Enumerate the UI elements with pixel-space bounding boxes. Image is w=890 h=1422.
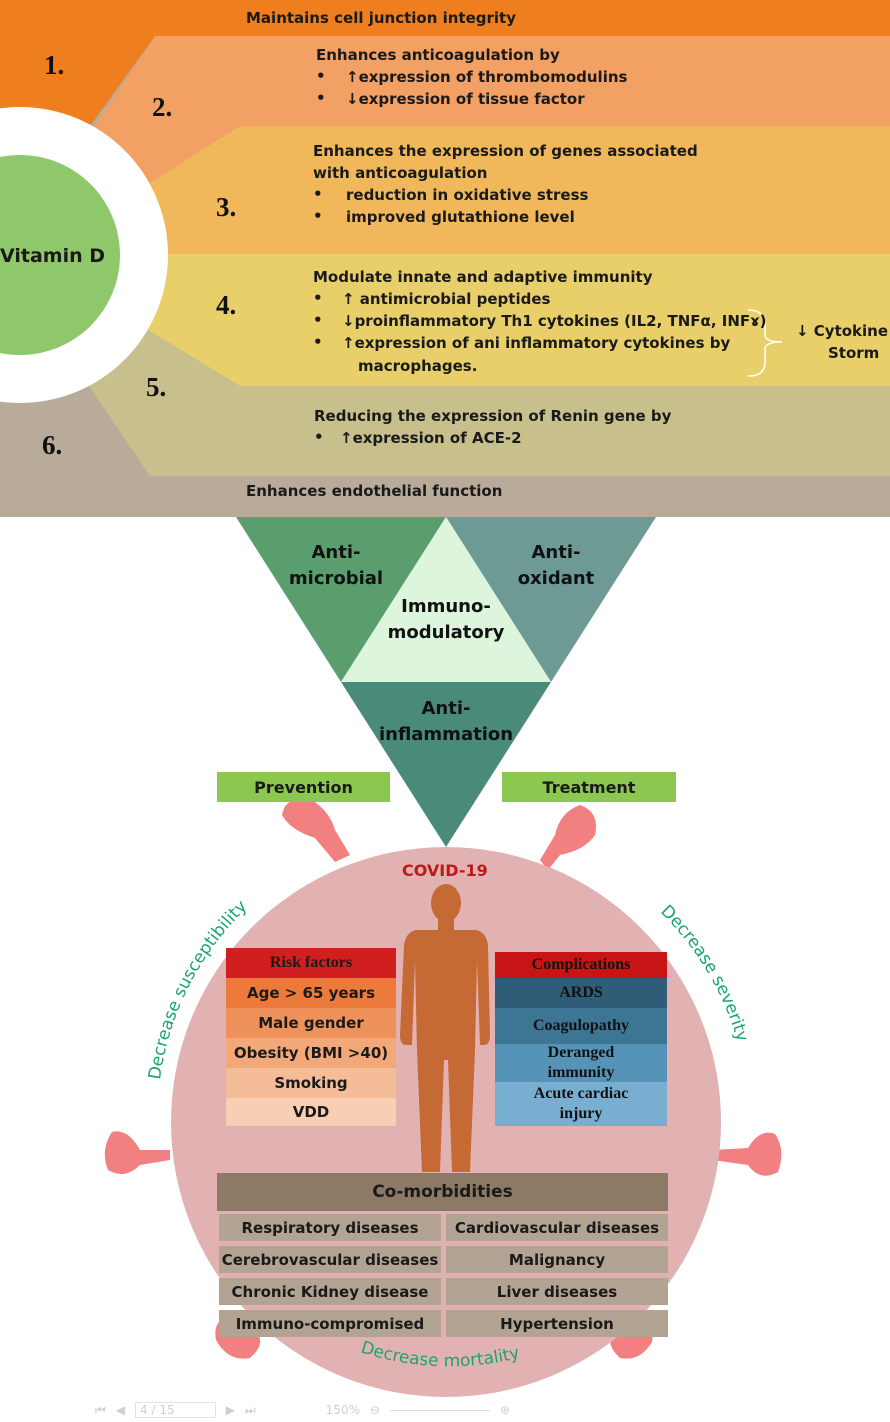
risk-factor-item: Male gender [258, 1014, 364, 1032]
complication-item: Acute cardiac injury [533, 1085, 629, 1122]
page-indicator[interactable]: 4 / 15 [135, 1402, 216, 1418]
comorbidity-right: Cardiovascular diseases [446, 1214, 668, 1241]
mechanism-4-bullet-cont: macrophages. [358, 357, 478, 375]
mechanism-number-1: 1. [44, 50, 65, 80]
last-page-icon[interactable]: ⏭ [244, 1402, 256, 1417]
mechanism-number-6: 6. [42, 430, 63, 460]
triangle-right-label: Anti- oxidant [496, 540, 616, 592]
comorbidity-header-bg [217, 1173, 668, 1211]
viewer-toolbar: ⏮ ◀ 4 / 15 ▶ ⏭ 150% ⊖ ⊕ [95, 1398, 695, 1422]
comorbidity-right: Liver diseases [446, 1278, 668, 1305]
human-figure [400, 884, 490, 1172]
bullet-dot: • [314, 428, 324, 446]
zoom-slider[interactable] [390, 1409, 491, 1411]
triangle-left-line: Anti- [311, 542, 361, 563]
comorbidity-right: Hypertension [446, 1310, 668, 1337]
risk-factor-item: Obesity (BMI >40) [233, 1044, 389, 1062]
mechanism-4-title: Modulate innate and adaptive immunity [313, 268, 653, 286]
triangle-center [341, 517, 551, 682]
bullet-dot: • [313, 333, 323, 351]
mechanism-1-text: Maintains cell junction integrity [246, 9, 516, 27]
cytokine-note: Storm [828, 344, 880, 362]
triangle-bottom-line: Anti- [421, 698, 471, 719]
mechanism-3-bullet: improved glutathione level [346, 208, 575, 226]
mechanism-5-title: Reducing the expression of Renin gene by [314, 407, 672, 425]
triangle-bottom-line: inflammation [378, 724, 514, 745]
cytokine-note: ↓ Cytokine [796, 322, 889, 340]
complications-header: Complications [531, 956, 631, 973]
prevention-tag: Prevention [217, 772, 390, 802]
first-page-icon[interactable]: ⏮ [95, 1402, 106, 1417]
vitamin-d-label: Vitamin D [0, 245, 106, 267]
risk-factors-header: Risk factors [269, 954, 353, 971]
cytokine-bracket [747, 309, 783, 377]
risk-factor-backgrounds [226, 948, 396, 1126]
mechanism-3-title: Enhances the expression of genes associa… [313, 142, 698, 160]
bullet-dot: • [313, 311, 323, 329]
zoom-level[interactable]: 150% [325, 1403, 360, 1417]
comorbidity-left: Respiratory diseases [219, 1214, 441, 1241]
complication-backgrounds [495, 952, 667, 1126]
triangle-center-line: modulatory [387, 622, 505, 643]
complication-item: ARDS [559, 984, 603, 1001]
triangle-right-line: Anti- [531, 542, 581, 563]
zoom-in-icon[interactable]: ⊕ [500, 1403, 511, 1417]
bullet-dot: • [316, 67, 326, 85]
vitamin-d-circle [0, 155, 120, 355]
mechanism-4-bullet: ↑expression of ani inflammatory cytokine… [342, 334, 731, 352]
bullet-dot: • [313, 207, 323, 225]
band-4 [145, 254, 890, 386]
zoom-out-icon[interactable]: ⊖ [369, 1403, 381, 1417]
comorbidity-left: Immuno-compromised [219, 1310, 441, 1337]
prev-page-icon[interactable]: ◀ [115, 1403, 126, 1417]
mechanism-5-bullet: ↑expression of ACE-2 [340, 429, 522, 447]
covid-title: COVID-19 [402, 861, 488, 880]
mechanism-4-bullet: ↑ antimicrobial peptides [342, 290, 551, 308]
triangle-left [236, 517, 446, 682]
band-5 [85, 328, 890, 476]
band-2 [85, 36, 890, 186]
triangle-bottom [341, 682, 551, 847]
mechanism-number-4: 4. [216, 290, 237, 320]
mechanism-3-bullet: reduction in oxidative stress [346, 186, 589, 204]
mechanism-2-title: Enhances anticoagulation by [316, 46, 560, 64]
bullet-dot: • [313, 185, 323, 203]
mechanism-2-bullet: ↓expression of tissue factor [346, 90, 585, 108]
triangle-bottom-label: Anti- inflammation [376, 696, 516, 748]
mechanism-number-3: 3. [216, 192, 237, 222]
comorbidity-left: Cerebrovascular diseases [219, 1246, 441, 1273]
triangle-left-line: microbial [288, 568, 384, 589]
mechanism-number-5: 5. [146, 372, 167, 402]
risk-factor-item: Smoking [274, 1074, 348, 1092]
mechanism-3-title: with anticoagulation [313, 164, 488, 182]
comorbidity-right: Malignancy [446, 1246, 668, 1273]
mechanism-2-bullet: ↑expression of thrombomodulins [346, 68, 628, 86]
complication-item: Coagulopathy [532, 1017, 630, 1034]
comorbidities-header: Co-morbidities [372, 1182, 513, 1202]
mechanism-6-text: Enhances endothelial function [246, 482, 503, 500]
band-3 [145, 126, 890, 254]
treatment-tag: Treatment [502, 772, 676, 802]
mechanism-4-bullet: ↓proinflammatory Th1 cytokines (IL2, TNF… [342, 312, 767, 330]
complication-item: Deranged immunity [547, 1044, 615, 1081]
risk-factor-item: VDD [292, 1103, 330, 1121]
risk-factor-item: Age > 65 years [246, 984, 376, 1002]
triangle-right [446, 517, 656, 682]
bullet-dot: • [313, 289, 323, 307]
band-1-left [0, 0, 890, 140]
bullet-dot: • [316, 89, 326, 107]
comorbidity-left: Chronic Kidney disease [219, 1278, 441, 1305]
next-page-icon[interactable]: ▶ [225, 1403, 235, 1417]
triangle-left-label: Anti- microbial [276, 540, 396, 592]
triangle-right-line: oxidant [517, 568, 595, 589]
triangle-center-line: Immuno- [401, 596, 491, 617]
mechanism-number-2: 2. [152, 92, 173, 122]
triangle-center-label: Immuno- modulatory [380, 594, 512, 646]
